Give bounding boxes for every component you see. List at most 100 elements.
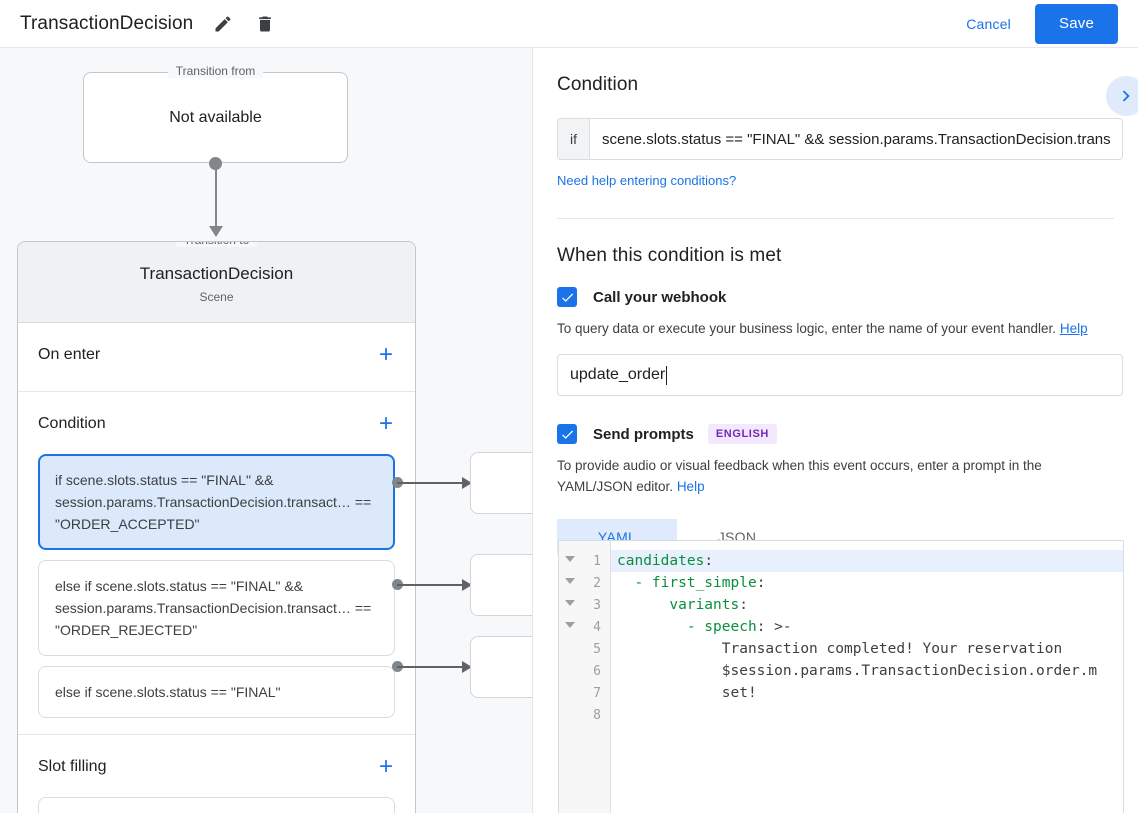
line-number: 6	[593, 663, 601, 679]
section-header-slot-filling: Slot filling +	[38, 749, 395, 787]
pencil-icon[interactable]	[211, 12, 235, 36]
target-stub-box[interactable]	[470, 636, 532, 698]
yaml-punct: :	[739, 597, 748, 613]
condition-card[interactable]: else if scene.slots.status == "FINAL" &&…	[38, 560, 395, 656]
prompts-checkbox-row: Send prompts ENGLISH	[557, 424, 1114, 444]
webhook-handler-value: update_order	[570, 366, 666, 383]
webhook-checkbox[interactable]	[557, 287, 577, 307]
gutter-line: 7	[559, 682, 610, 704]
scene-type: Scene	[199, 290, 234, 304]
scene-header: TransactionDecision Scene	[18, 242, 415, 323]
gutter-line: 2	[559, 572, 610, 594]
line-number: 3	[593, 597, 601, 613]
scene-canvas: Transition from Not available Transition…	[0, 48, 532, 813]
line-number: 8	[593, 707, 601, 723]
fold-triangle-icon[interactable]	[565, 578, 575, 584]
transition-to-panel: Transition to TransactionDecision Scene …	[17, 241, 416, 813]
code-line: - speech: >-	[611, 616, 1123, 638]
scene-name: TransactionDecision	[139, 264, 294, 283]
transition-from-legend: Transition from	[167, 64, 264, 78]
code-line: variants:	[611, 594, 1123, 616]
gutter-line: 1	[559, 550, 610, 572]
yaml-text: Transaction completed! Your reservation	[617, 641, 1063, 657]
need-help-conditions-link[interactable]: Need help entering conditions?	[557, 173, 737, 188]
code-line: set!	[611, 682, 1123, 704]
code-line: $session.params.TransactionDecision.orde…	[611, 660, 1123, 682]
transition-from-box: Transition from Not available	[83, 64, 348, 163]
prompts-hint-text: To provide audio or visual feedback when…	[557, 458, 1042, 494]
condition-block: Condition if scene.slots.status == "FINA…	[533, 48, 1138, 219]
editor-code-area[interactable]: candidates: - first_simple: variants: - …	[611, 541, 1123, 813]
transition-from-value: Not available	[169, 108, 262, 126]
add-slot-filling-button[interactable]: +	[378, 753, 393, 780]
line-number: 4	[593, 619, 601, 635]
yaml-text: $session.params.TransactionDecision.orde…	[617, 663, 1098, 679]
line-number: 7	[593, 685, 601, 701]
gutter-line: 8	[559, 704, 610, 726]
yaml-editor[interactable]: 1 2 3 4 5 6 7 8 candidates: - first_simp…	[558, 540, 1124, 813]
yaml-punct: :	[756, 575, 766, 591]
fold-triangle-icon[interactable]	[565, 600, 575, 606]
top-bar: TransactionDecision Cancel Save	[0, 0, 1138, 48]
cancel-button[interactable]: Cancel	[954, 8, 1023, 40]
page-title: TransactionDecision	[20, 12, 194, 34]
condition-card[interactable]: if scene.slots.status == "FINAL" && sess…	[38, 454, 395, 550]
save-button[interactable]: Save	[1035, 3, 1118, 44]
add-condition-button[interactable]: +	[378, 410, 393, 437]
yaml-key: candidates	[617, 553, 705, 569]
add-on-enter-button[interactable]: +	[378, 341, 393, 368]
editor-gutter: 1 2 3 4 5 6 7 8	[559, 541, 611, 813]
fold-triangle-icon[interactable]	[565, 556, 575, 562]
yaml-key: - speech	[617, 619, 757, 635]
connector-arrow-icon	[209, 226, 223, 237]
language-badge: ENGLISH	[707, 424, 777, 444]
webhook-hint: To query data or execute your business l…	[557, 318, 1114, 339]
yaml-punct: : >-	[756, 619, 792, 635]
edge-arrow-icon	[462, 660, 472, 673]
code-line	[611, 704, 1123, 726]
chevron-right-icon[interactable]	[1106, 76, 1138, 116]
slot-validation-card[interactable]: Slot validation	[38, 797, 395, 813]
gutter-line: 5	[559, 638, 610, 660]
section-header-on-enter: On enter +	[38, 337, 395, 375]
condition-if-field[interactable]: if scene.slots.status == "FINAL" && sess…	[557, 118, 1123, 160]
section-condition: Condition + if scene.slots.status == "FI…	[18, 392, 415, 735]
webhook-help-link[interactable]: Help	[1059, 321, 1088, 336]
condition-section-title: Condition	[557, 74, 639, 95]
condition-card[interactable]: else if scene.slots.status == "FINAL"	[38, 666, 395, 718]
webhook-checkbox-row: Call your webhook	[557, 287, 1114, 307]
section-on-enter: On enter +	[18, 323, 415, 392]
line-number: 1	[593, 553, 601, 569]
connector-line	[215, 163, 217, 233]
section-divider	[557, 218, 1114, 219]
prompts-label: Send prompts	[593, 425, 694, 443]
gutter-line: 3	[559, 594, 610, 616]
section-title-slot-filling: Slot filling	[38, 758, 107, 775]
line-number: 2	[593, 575, 601, 591]
line-number: 5	[593, 641, 601, 657]
when-condition-met-block: When this condition is met Call your web…	[533, 219, 1138, 555]
text-caret	[666, 365, 668, 385]
edge-line	[397, 666, 469, 668]
edge-arrow-icon	[462, 578, 472, 591]
transition-to-legend: Transition to	[175, 242, 258, 247]
prompts-checkbox[interactable]	[557, 424, 577, 444]
target-stub-box[interactable]	[470, 452, 532, 514]
edge-line	[397, 482, 469, 484]
code-line: candidates:	[611, 550, 1123, 572]
fold-triangle-icon[interactable]	[565, 622, 575, 628]
target-stub-box[interactable]	[470, 554, 532, 616]
condition-expression-input[interactable]: scene.slots.status == "FINAL" && session…	[602, 130, 1111, 148]
gutter-line: 6	[559, 660, 610, 682]
if-prefix-label: if	[558, 119, 590, 159]
webhook-handler-input[interactable]: update_order	[557, 354, 1123, 396]
prompts-help-link[interactable]: Help	[676, 479, 705, 494]
yaml-punct: :	[704, 553, 714, 569]
edge-arrow-icon	[462, 476, 472, 489]
section-title-condition: Condition	[38, 415, 106, 432]
code-line: - first_simple:	[611, 572, 1123, 594]
trash-icon[interactable]	[253, 12, 277, 36]
prompts-hint: To provide audio or visual feedback when…	[557, 455, 1114, 497]
section-title-on-enter: On enter	[38, 346, 101, 363]
